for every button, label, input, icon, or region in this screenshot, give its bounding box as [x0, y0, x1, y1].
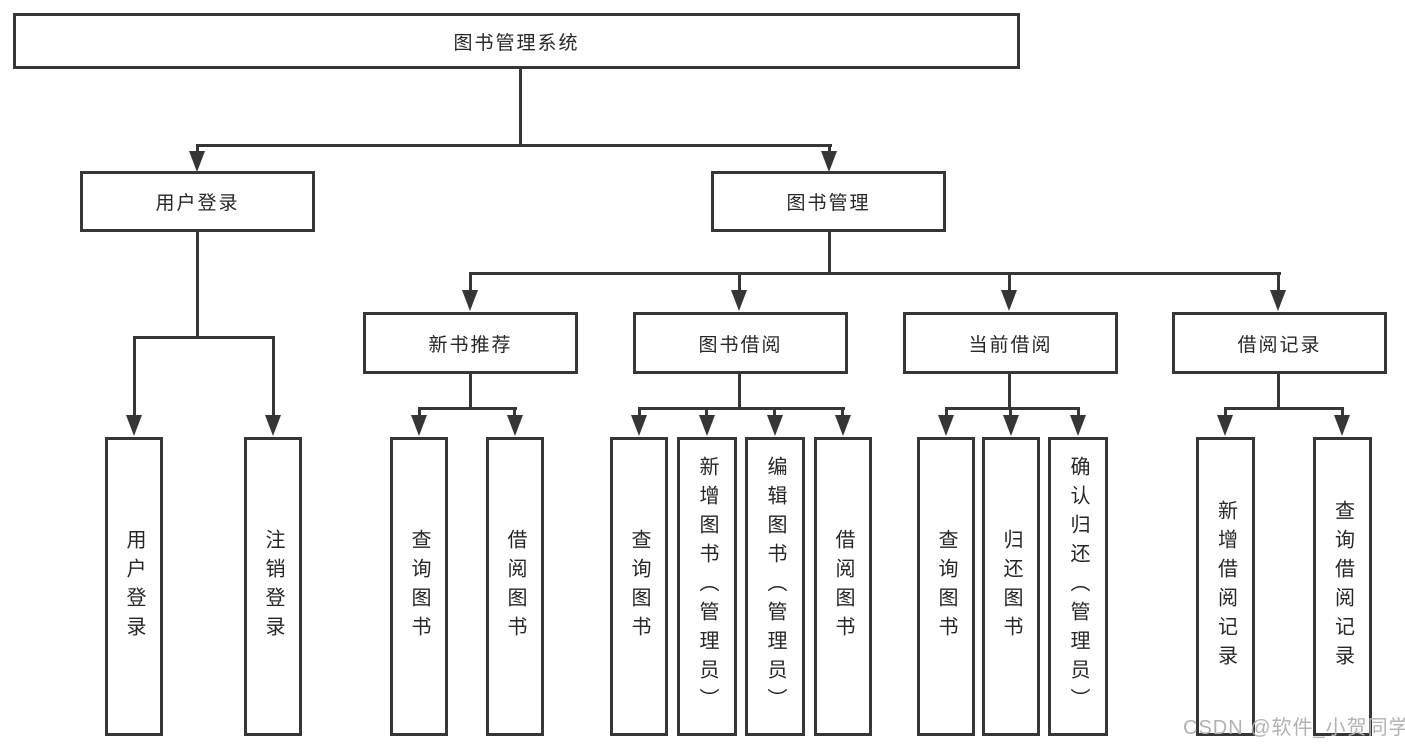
node-label: 查询图书: [935, 528, 957, 645]
node-leaf-add-borrow-record: 新增借阅记录: [1196, 437, 1255, 736]
node-leaf-confirm-return-admin: 确认归还（管理员）: [1048, 437, 1108, 736]
arrowhead-groupC-2: [1003, 415, 1019, 436]
node-book-borrowing: 图书借阅: [633, 312, 848, 374]
node-label: 借阅记录: [1237, 334, 1322, 356]
node-label: 用户登录: [123, 528, 145, 645]
connector-groupD-hline: [1224, 407, 1344, 410]
node-leaf-query-borrow-record: 查询借阅记录: [1313, 437, 1372, 736]
arrowhead-groupB-2: [699, 415, 715, 436]
connector-groupB-drop-1: [638, 407, 641, 419]
connector-book-mgmt-hline: [469, 272, 1281, 275]
arrowhead-records: [1270, 290, 1286, 311]
connector-logout-leaf-drop: [272, 336, 275, 418]
connector-root-hline: [196, 144, 832, 147]
node-label: 新增图书（管理员）: [696, 456, 718, 717]
connector-groupB-hline: [638, 407, 845, 410]
node-leaf-borrow-books: 借阅图书: [814, 437, 872, 736]
connector-groupD-stem: [1277, 373, 1280, 409]
node-label: 查询图书: [408, 528, 430, 645]
connector-groupB-drop-3: [773, 407, 776, 419]
node-label: 用户登录: [155, 193, 240, 214]
node-borrowing-records: 借阅记录: [1172, 312, 1387, 374]
connector-groupA-stem: [469, 373, 472, 409]
arrowhead-groupD-1: [1217, 415, 1233, 436]
connector-login-leaf-drop: [133, 336, 136, 418]
connector-groupC-stem: [1008, 373, 1011, 409]
node-leaf-query-books-current: 查询图书: [917, 437, 975, 736]
node-label: 图书借阅: [698, 334, 783, 356]
node-current-borrowing: 当前借阅: [903, 312, 1118, 374]
connector-groupA-hline: [418, 407, 517, 410]
connector-groupD-drop-1: [1224, 407, 1227, 419]
node-label: 图书管理: [786, 193, 871, 214]
connector-groupC-drop-2: [1009, 407, 1012, 419]
node-label: 新增借阅记录: [1214, 499, 1237, 674]
csdn-watermark: CSDN @软件_小贺同学: [1183, 717, 1405, 739]
connector-records-drop: [1277, 272, 1280, 292]
node-leaf-edit-books-admin: 编辑图书（管理员）: [745, 437, 805, 736]
node-label: 归还图书: [1000, 528, 1022, 645]
arrowhead-user-login: [189, 151, 205, 172]
node-label: 查询图书: [628, 528, 650, 645]
arrowhead-logout-leaf: [265, 415, 281, 436]
arrowhead-groupC-3: [1070, 415, 1086, 436]
node-user-login: 用户登录: [80, 171, 315, 232]
node-leaf-borrow-books-recommend: 借阅图书: [486, 437, 544, 736]
arrowhead-groupB-3: [767, 415, 783, 436]
arrowhead-groupB-4: [835, 415, 851, 436]
node-leaf-logout: 注销登录: [244, 437, 302, 736]
connector-user-login-hline: [133, 336, 275, 339]
connector-groupC-drop-1: [945, 407, 948, 419]
arrowhead-current: [1001, 290, 1017, 311]
node-library-management-system: 图书管理系统: [13, 13, 1020, 69]
node-leaf-query-books-recommend: 查询图书: [390, 437, 448, 736]
connector-groupB-stem: [738, 373, 741, 409]
arrowhead-groupD-2: [1334, 415, 1350, 436]
connector-book-mgmt-drop: [828, 144, 831, 156]
connector-root-stem: [519, 68, 522, 146]
node-leaf-query-books-borrowing: 查询图书: [610, 437, 668, 736]
arrowhead-borrowing: [731, 290, 747, 311]
connector-groupA-drop-1: [418, 407, 421, 419]
node-new-book-recommend: 新书推荐: [363, 312, 578, 374]
arrowhead-groupA-1: [411, 415, 427, 436]
connector-groupC-drop-3: [1077, 407, 1080, 419]
node-book-management: 图书管理: [711, 171, 946, 232]
connector-borrowing-drop: [738, 272, 741, 292]
arrowhead-groupC-1: [938, 415, 954, 436]
connector-new-book-drop: [469, 272, 472, 292]
connector-groupC-hline: [945, 407, 1080, 410]
arrowhead-login-leaf: [126, 415, 142, 436]
connector-user-login-stem: [196, 230, 199, 338]
node-leaf-user-login: 用户登录: [105, 437, 163, 736]
node-label: 查询借阅记录: [1331, 499, 1354, 674]
arrowhead-book-mgmt: [821, 151, 837, 172]
connector-user-login-drop: [196, 144, 199, 156]
connector-groupB-drop-4: [841, 407, 844, 419]
arrowhead-new-book: [462, 290, 478, 311]
arrowhead-groupB-1: [631, 415, 647, 436]
node-label: 当前借阅: [968, 334, 1053, 356]
arrowhead-groupA-2: [507, 415, 523, 436]
node-label: 借阅图书: [504, 528, 526, 645]
node-label: 确认归还（管理员）: [1067, 456, 1089, 717]
node-label: 借阅图书: [832, 528, 854, 645]
connector-groupD-drop-2: [1341, 407, 1344, 419]
node-leaf-return-books: 归还图书: [982, 437, 1040, 736]
connector-groupB-drop-2: [705, 407, 708, 419]
node-label: 编辑图书（管理员）: [764, 456, 786, 717]
node-label: 新书推荐: [428, 334, 513, 356]
node-label: 注销登录: [262, 528, 284, 645]
node-label: 图书管理系统: [453, 32, 580, 54]
connector-current-drop: [1008, 272, 1011, 292]
node-leaf-add-books-admin: 新增图书（管理员）: [677, 437, 737, 736]
connector-book-mgmt-stem: [828, 231, 831, 274]
connector-groupA-drop-2: [513, 407, 516, 419]
